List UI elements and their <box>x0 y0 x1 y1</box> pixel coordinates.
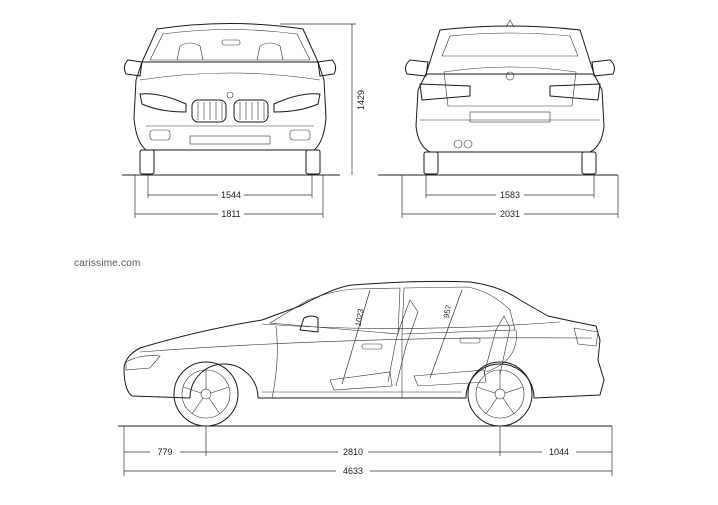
grille-slats <box>197 102 265 120</box>
rear-view: 1583 2031 <box>378 19 619 219</box>
front-view: 1429 1544 1811 <box>122 23 366 219</box>
rear-window-glass <box>441 32 579 57</box>
rear-seat-cushion <box>413 369 487 387</box>
rear-mirror-left <box>405 59 429 77</box>
height-label: 1429 <box>356 90 366 110</box>
front-seat-right <box>256 42 284 61</box>
rear-mirror-right <box>591 59 615 77</box>
rear-window-frame <box>425 25 595 75</box>
side-view: 1023 957 779 2810 1044 4633 <box>118 280 613 476</box>
front-windshield <box>141 23 319 63</box>
length-label: 4633 <box>343 466 363 476</box>
rear-door-line <box>485 329 517 373</box>
rear-wheel <box>467 361 533 427</box>
front-mirror-left <box>123 59 143 77</box>
front-tire-right <box>305 149 321 175</box>
license-plate-recess <box>469 111 551 123</box>
front-door-line <box>271 325 278 399</box>
side-tail-light <box>573 327 599 347</box>
front-roundel-emblem-icon <box>226 91 234 99</box>
rear-overhang-label: 1044 <box>549 447 569 457</box>
front-door-handle <box>361 343 383 350</box>
front-hood-line <box>139 72 321 81</box>
rear-door-window <box>401 286 516 335</box>
kidney-grille-right <box>233 99 269 123</box>
rear-door-handle <box>459 337 481 344</box>
front-wheel <box>173 361 239 427</box>
side-headlight <box>125 355 161 371</box>
tail-light-left <box>419 83 471 101</box>
rear-body <box>415 73 605 153</box>
rear-headroom-line <box>429 289 463 379</box>
exhaust-tip-left <box>453 139 463 149</box>
rear-tire-left <box>423 151 439 175</box>
front-door-window <box>269 287 401 335</box>
fog-light-right <box>289 129 311 141</box>
rear-tire-right <box>581 151 597 175</box>
side-body-outline <box>123 280 605 399</box>
exhaust-tip-right <box>463 139 473 149</box>
wheelbase-label: 2810 <box>343 447 363 457</box>
belt-line <box>261 321 561 329</box>
front-headlight-left <box>139 93 187 113</box>
side-mirror <box>299 315 319 333</box>
rear-headroom-label: 957 <box>442 303 454 318</box>
front-headroom-label: 1023 <box>354 307 366 327</box>
front-tire-left <box>139 149 155 175</box>
front-headroom-line <box>341 289 371 385</box>
front-width-label: 1811 <box>221 209 240 219</box>
front-overhang-label: 779 <box>157 447 172 457</box>
front-track-label: 1544 <box>221 190 241 200</box>
rear-width-label: 2031 <box>500 209 520 219</box>
roof-antenna <box>505 19 515 28</box>
rear-seat-outline <box>483 315 511 375</box>
front-seat-left <box>176 42 204 61</box>
front-lower-intake <box>189 135 271 145</box>
tail-light-right <box>549 83 601 101</box>
front-seat-cushion <box>329 371 393 391</box>
rear-track-label: 1583 <box>500 190 520 200</box>
rear-roundel-emblem-icon <box>505 71 515 81</box>
front-headlight-right <box>273 93 321 113</box>
front-body <box>133 61 327 151</box>
interior-mirror <box>221 39 241 46</box>
kidney-grille-left <box>191 99 227 123</box>
watermark: carissime.com <box>74 258 141 269</box>
front-seat-outline <box>387 299 419 387</box>
shoulder-line <box>139 337 593 353</box>
front-mirror-right <box>317 59 337 77</box>
fog-light-left <box>149 129 171 141</box>
trunk-lid <box>443 66 577 107</box>
front-windshield-inner <box>149 29 311 61</box>
